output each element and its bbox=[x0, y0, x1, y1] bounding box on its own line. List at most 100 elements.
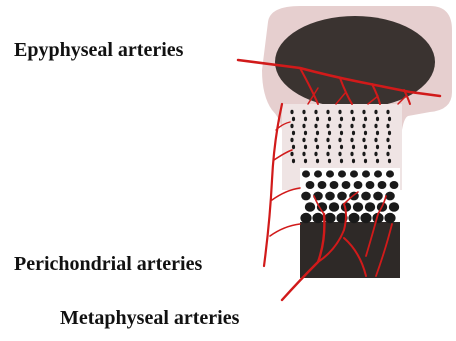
chondrocyte-cell bbox=[374, 152, 377, 156]
hypertrophic-cell bbox=[300, 213, 311, 223]
hypertrophic-cell bbox=[314, 170, 322, 177]
hypertrophic-cell bbox=[374, 170, 382, 177]
chondrocyte-cell bbox=[388, 131, 391, 135]
hypertrophic-cell bbox=[389, 202, 399, 212]
chondrocyte-cell bbox=[338, 124, 341, 128]
chondrocyte-cell bbox=[352, 145, 355, 149]
chondrocyte-cell bbox=[350, 124, 353, 128]
hypertrophic-cell bbox=[325, 192, 335, 201]
hypertrophic-cell bbox=[373, 192, 383, 201]
epiphyseal-arteries-label: Epyphyseal arteries bbox=[14, 40, 183, 60]
chondrocyte-cell bbox=[388, 159, 391, 163]
hypertrophic-cell bbox=[305, 202, 315, 212]
hypertrophic-cell bbox=[337, 192, 347, 201]
chondrocyte-cell bbox=[302, 110, 305, 114]
chondrocyte-cell bbox=[362, 110, 365, 114]
chondrocyte-cell bbox=[316, 117, 319, 121]
chondrocyte-cell bbox=[362, 124, 365, 128]
chondrocyte-cell bbox=[290, 124, 293, 128]
hypertrophic-cell bbox=[390, 181, 399, 189]
chondrocyte-cell bbox=[328, 145, 331, 149]
chondrocyte-cell bbox=[386, 152, 389, 156]
perichondrial-artery bbox=[264, 104, 282, 266]
chondrocyte-cell bbox=[352, 131, 355, 135]
chondrocyte-cell bbox=[376, 131, 379, 135]
chondrocyte-cell bbox=[304, 145, 307, 149]
chondrocyte-cell bbox=[374, 124, 377, 128]
hypertrophic-cell bbox=[306, 181, 315, 189]
chondrocyte-cell bbox=[304, 159, 307, 163]
chondrocyte-cell bbox=[364, 117, 367, 121]
chondrocyte-cell bbox=[364, 159, 367, 163]
hypertrophic-cell bbox=[354, 181, 363, 189]
chondrocyte-cell bbox=[326, 124, 329, 128]
hypertrophic-cell bbox=[330, 181, 339, 189]
chondrocyte-cell bbox=[386, 138, 389, 142]
chondrocyte-cell bbox=[290, 138, 293, 142]
chondrocyte-cell bbox=[362, 138, 365, 142]
hypertrophic-cell bbox=[312, 213, 323, 223]
chondrocyte-cell bbox=[386, 110, 389, 114]
hypertrophic-cell bbox=[348, 213, 359, 223]
chondrocyte-cell bbox=[302, 124, 305, 128]
hypertrophic-cell bbox=[301, 192, 311, 201]
chondrocyte-cell bbox=[326, 152, 329, 156]
chondrocyte-cell bbox=[326, 138, 329, 142]
chondrocyte-cell bbox=[340, 131, 343, 135]
chondrocyte-cell bbox=[350, 138, 353, 142]
chondrocyte-cell bbox=[364, 145, 367, 149]
hypertrophic-cell bbox=[302, 170, 310, 177]
hypertrophic-cell bbox=[350, 170, 358, 177]
chondrocyte-cell bbox=[302, 138, 305, 142]
chondrocyte-cell bbox=[374, 138, 377, 142]
chondrocyte-cell bbox=[338, 138, 341, 142]
chondrocyte-cell bbox=[340, 117, 343, 121]
chondrocyte-cell bbox=[328, 117, 331, 121]
chondrocyte-cell bbox=[350, 110, 353, 114]
metaphyseal-arteries-label: Metaphyseal arteries bbox=[60, 308, 239, 328]
chondrocyte-cell bbox=[376, 145, 379, 149]
hypertrophic-cell bbox=[366, 181, 375, 189]
chondrocyte-cell bbox=[326, 110, 329, 114]
chondrocyte-cell bbox=[314, 152, 317, 156]
hypertrophic-cell bbox=[326, 170, 334, 177]
chondrocyte-cell bbox=[352, 159, 355, 163]
ossification-center bbox=[275, 16, 435, 108]
hypertrophic-cell bbox=[360, 213, 371, 223]
chondrocyte-cell bbox=[292, 117, 295, 121]
hypertrophic-cell bbox=[324, 213, 335, 223]
chondrocyte-cell bbox=[316, 131, 319, 135]
chondrocyte-cell bbox=[290, 152, 293, 156]
chondrocyte-cell bbox=[316, 159, 319, 163]
chondrocyte-cell bbox=[292, 159, 295, 163]
hypertrophic-cell bbox=[353, 202, 363, 212]
hypertrophic-cell bbox=[338, 170, 346, 177]
hypertrophic-cell bbox=[318, 181, 327, 189]
chondrocyte-cell bbox=[314, 138, 317, 142]
chondrocyte-cell bbox=[338, 152, 341, 156]
chondrocyte-cell bbox=[340, 159, 343, 163]
chondrocyte-cell bbox=[328, 131, 331, 135]
hypertrophic-cell bbox=[365, 202, 375, 212]
chondrocyte-cell bbox=[364, 131, 367, 135]
chondrocyte-cell bbox=[302, 152, 305, 156]
hypertrophic-cell bbox=[362, 170, 370, 177]
chondrocyte-cell bbox=[376, 117, 379, 121]
chondrocyte-cell bbox=[338, 110, 341, 114]
chondrocyte-cell bbox=[374, 110, 377, 114]
chondrocyte-cell bbox=[350, 152, 353, 156]
chondrocyte-cell bbox=[388, 145, 391, 149]
chondrocyte-cell bbox=[290, 110, 293, 114]
chondrocyte-cell bbox=[292, 131, 295, 135]
chondrocyte-cell bbox=[388, 117, 391, 121]
chondrocyte-cell bbox=[328, 159, 331, 163]
hypertrophic-cell bbox=[378, 181, 387, 189]
chondrocyte-cell bbox=[340, 145, 343, 149]
chondrocyte-cell bbox=[376, 159, 379, 163]
hypertrophic-cell bbox=[384, 213, 395, 223]
hypertrophic-cell bbox=[361, 192, 371, 201]
chondrocyte-cell bbox=[304, 117, 307, 121]
chondrocyte-cell bbox=[352, 117, 355, 121]
perichondrial-branch bbox=[270, 224, 300, 236]
